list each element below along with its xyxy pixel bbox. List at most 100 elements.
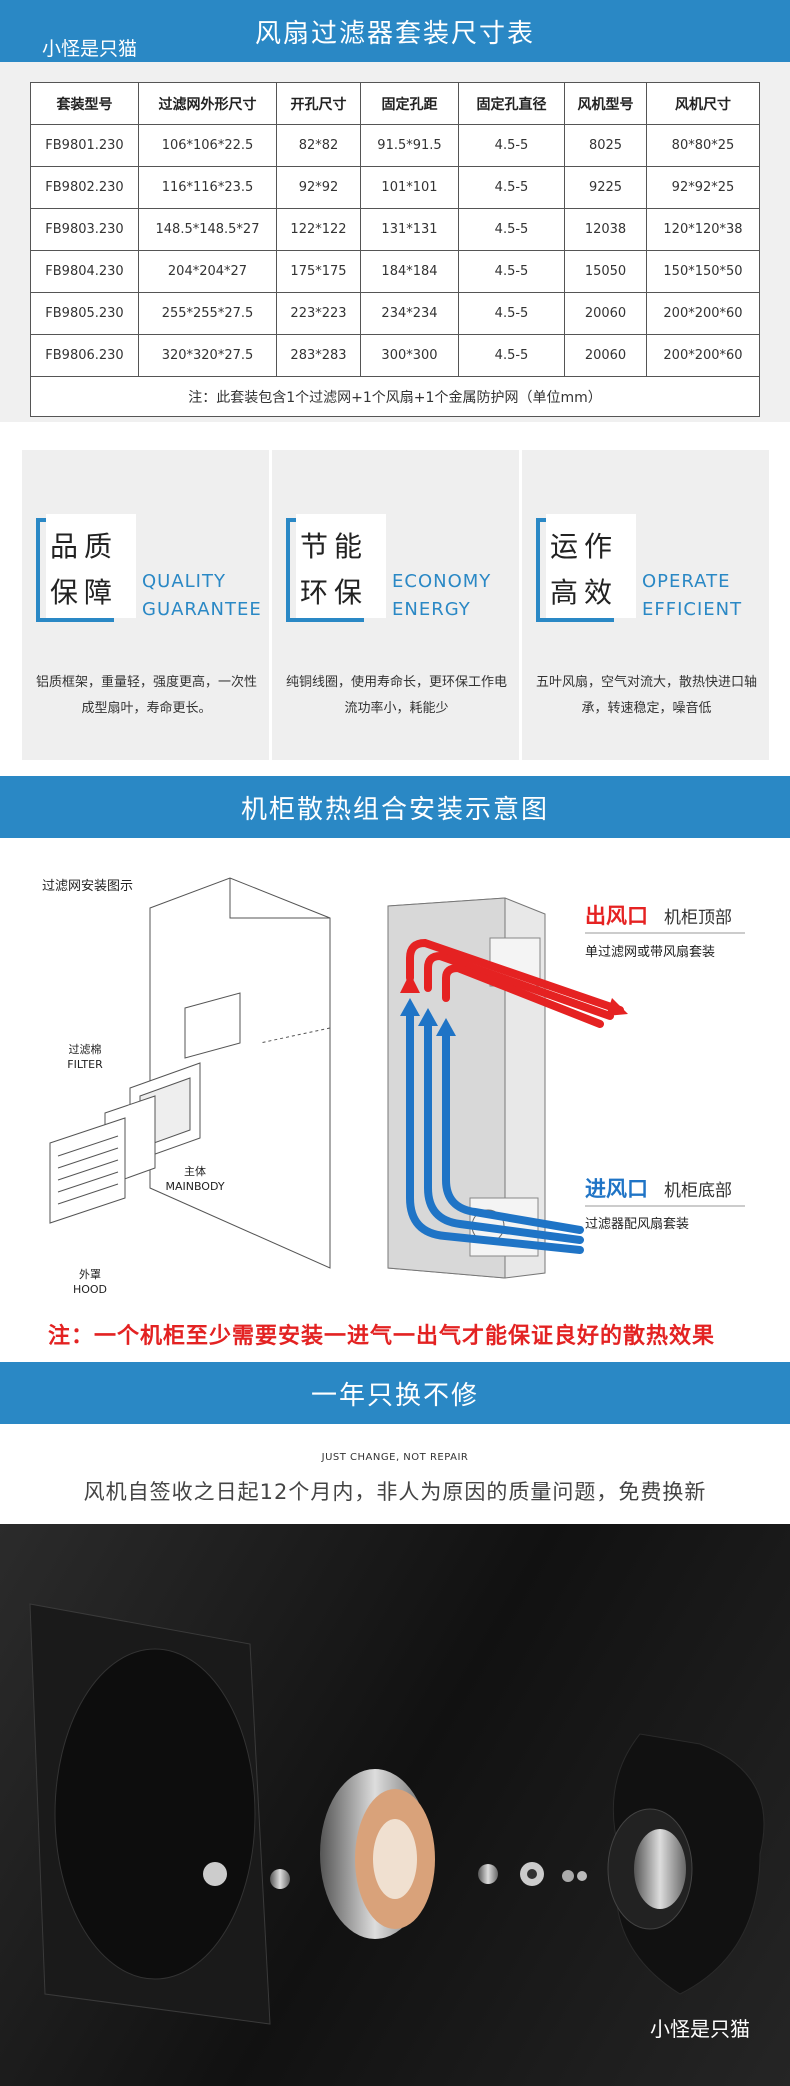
watermark-top: 小怪是只猫 <box>42 38 138 60</box>
stator-coil <box>320 1769 435 1939</box>
svg-text:外罩: 外罩 <box>79 1268 101 1281</box>
cell: 200*200*60 <box>646 292 760 335</box>
cell: 20060 <box>564 292 647 335</box>
cell: FB9801.230 <box>30 124 139 167</box>
table-title-bar: 风扇过滤器套装尺寸表 <box>0 0 790 62</box>
th-hole-distance: 固定孔距 <box>360 82 459 125</box>
install-diagram: 过滤网安装图示 过滤棉 FILTER 主体 MAINBODY 外罩 HOOD <box>0 838 790 1362</box>
cell: 92*92*25 <box>646 166 760 209</box>
card-bracket-fill <box>546 514 636 618</box>
cell: 82*82 <box>276 124 361 167</box>
cell: 283*283 <box>276 334 361 377</box>
cell: 4.5-5 <box>458 250 565 293</box>
table-header-row: 套装型号 过滤网外形尺寸 开孔尺寸 固定孔距 固定孔直径 风机型号 风机尺寸 <box>30 82 760 125</box>
cold-arrow-heads <box>400 998 456 1036</box>
cell: 120*120*38 <box>646 208 760 251</box>
fan-housing <box>29 1603 271 2025</box>
cell: 4.5-5 <box>458 124 565 167</box>
cell: FB9806.230 <box>30 334 139 377</box>
card-description: 五叶风扇，空气对流大，散热快进口轴承，转速稳定，噪音低 <box>535 675 757 716</box>
outlet-position: 机柜顶部 <box>664 908 732 928</box>
card-title-cn: 品质保障 <box>50 530 119 609</box>
table-row: FB9805.230 255*255*27.5 223*223 234*234 … <box>30 292 760 335</box>
hot-airflow <box>406 938 624 1028</box>
cell: 9225 <box>564 166 647 209</box>
install-title-bar: 机柜散热组合安装示意图 <box>0 776 790 838</box>
cell: 12038 <box>564 208 647 251</box>
warranty-title: 一年只换不修 <box>310 1380 479 1411</box>
th-cutout: 开孔尺寸 <box>276 82 361 125</box>
cell: 184*184 <box>360 250 459 293</box>
fan-exploded-photo: 小怪是只猫 <box>0 1524 790 2086</box>
svg-text:FILTER: FILTER <box>67 1058 103 1071</box>
card-title-cn: 运作高效 <box>550 530 619 609</box>
warranty-text: 风机自签收之日起12个月内，非人为原因的质量问题，免费换新 <box>83 1480 707 1504</box>
size-table-section: 套装型号 过滤网外形尺寸 开孔尺寸 固定孔距 固定孔直径 风机型号 风机尺寸 F… <box>0 62 790 422</box>
cell: 116*116*23.5 <box>138 166 277 209</box>
install-title: 机柜散热组合安装示意图 <box>240 794 549 825</box>
cell: 175*175 <box>276 250 361 293</box>
outlet-subtitle: 单过滤网或带风扇套装 <box>585 944 715 960</box>
table-row: FB9803.230 148.5*148.5*27 122*122 131*13… <box>30 208 760 251</box>
th-model: 套装型号 <box>30 82 139 125</box>
bearing-small <box>270 1869 290 1889</box>
cell: 15050 <box>564 250 647 293</box>
cell: 150*150*50 <box>646 250 760 293</box>
cell: 4.5-5 <box>458 166 565 209</box>
card-bracket-fill <box>296 514 386 618</box>
filter-install-label: 过滤网安装图示 <box>42 879 133 894</box>
filter-hood <box>49 1117 126 1224</box>
table-row: FB9806.230 320*320*27.5 283*283 300*300 … <box>30 334 760 377</box>
inlet-subtitle: 过滤器配风扇套装 <box>585 1216 689 1232</box>
svg-text:过滤棉: 过滤棉 <box>69 1042 102 1056</box>
cell: FB9804.230 <box>30 250 139 293</box>
table-note: 注：此套装包含1个过滤网+1个风扇+1个金属防护网（单位mm） <box>30 376 760 417</box>
bearings-pair <box>478 1862 587 1886</box>
th-hole-diameter: 固定孔直径 <box>458 82 565 125</box>
table-row: FB9804.230 204*204*27 175*175 184*184 4.… <box>30 250 760 293</box>
cell: 106*106*22.5 <box>138 124 277 167</box>
cell: 320*320*27.5 <box>138 334 277 377</box>
cell: FB9805.230 <box>30 292 139 335</box>
cold-airflow <box>406 1004 584 1254</box>
card-description: 铝质框架，重量轻，强度更高，一次性成型扇叶，寿命更长。 <box>35 675 257 716</box>
th-fan-model: 风机型号 <box>564 82 647 125</box>
table-row: FB9801.230 106*106*22.5 82*82 91.5*91.5 … <box>30 124 760 167</box>
cell: 20060 <box>564 334 647 377</box>
cell: 300*300 <box>360 334 459 377</box>
cell: 4.5-5 <box>458 208 565 251</box>
cell: 4.5-5 <box>458 292 565 335</box>
cell: FB9802.230 <box>30 166 139 209</box>
cell: 4.5-5 <box>458 334 565 377</box>
cell: 91.5*91.5 <box>360 124 459 167</box>
watermark-bottom: 小怪是只猫 <box>650 2017 750 2041</box>
table-title: 风扇过滤器套装尺寸表 <box>254 18 535 49</box>
table-row: FB9802.230 116*116*23.5 92*92 101*101 4.… <box>30 166 760 209</box>
outlet-title: 出风口 <box>585 904 648 928</box>
inlet-position: 机柜底部 <box>664 1181 732 1201</box>
warranty-title-bar: 一年只换不修 <box>0 1362 790 1424</box>
fan-illustration <box>29 1603 765 2025</box>
warranty-subtitle-en: JUST CHANGE, NOT REPAIR <box>321 1452 469 1463</box>
th-filter-size: 过滤网外形尺寸 <box>138 82 277 125</box>
cell: 204*204*27 <box>138 250 277 293</box>
cell: FB9803.230 <box>30 208 139 251</box>
cell: 80*80*25 <box>646 124 760 167</box>
card-description: 纯铜线圈，使用寿命长，更环保工作电流功率小，耗能少 <box>285 675 507 716</box>
cell: 8025 <box>564 124 647 167</box>
svg-text:MAINBODY: MAINBODY <box>165 1180 224 1193</box>
svg-text:HOOD: HOOD <box>73 1283 107 1296</box>
cell: 200*200*60 <box>646 334 760 377</box>
cell: 131*131 <box>360 208 459 251</box>
cell: 92*92 <box>276 166 361 209</box>
hot-arrow-heads <box>400 973 628 1016</box>
th-fan-size: 风机尺寸 <box>646 82 760 125</box>
cell: 223*223 <box>276 292 361 335</box>
install-illustration: 过滤网安装图示 过滤棉 FILTER 主体 MAINBODY 外罩 HOOD <box>42 877 745 1296</box>
